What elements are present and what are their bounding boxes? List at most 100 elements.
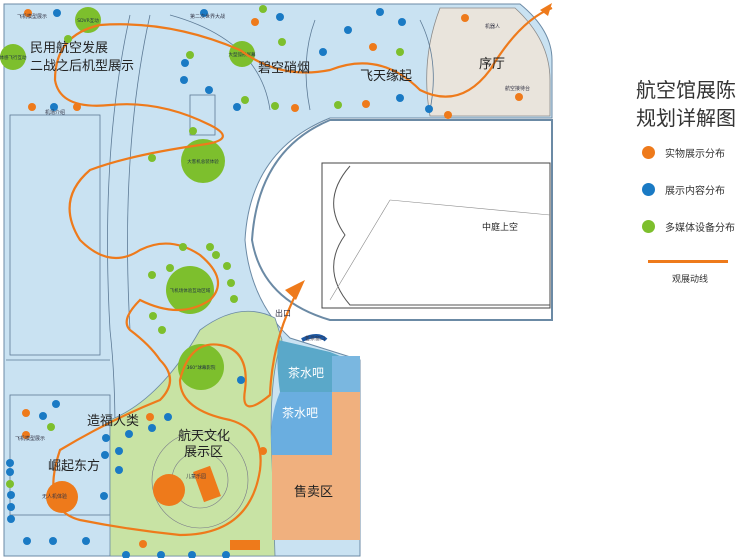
content-exhibit-dot — [102, 434, 110, 442]
physical-exhibit-dot — [22, 431, 30, 439]
zone-shop: 售卖区 — [294, 484, 333, 500]
label-robot: 机器人 — [485, 23, 500, 30]
label-airport-intro: 机场介绍 — [45, 109, 65, 116]
content-exhibit-dot — [181, 59, 189, 67]
media-zone-label: 大型弧形屏幕 — [229, 51, 256, 58]
legend-label: 展示内容分布 — [665, 186, 725, 197]
physical-exhibit-dot — [139, 540, 147, 548]
legend-content: 展示内容分布 — [642, 182, 725, 197]
content-exhibit-dot — [101, 451, 109, 459]
physical-exhibit-dot — [22, 409, 30, 417]
physical-exhibit-dot — [146, 413, 154, 421]
label-reception: 航空接待台 — [505, 85, 530, 92]
zone-space-culture-1: 航天文化 — [178, 428, 230, 444]
content-exhibit-dot — [164, 413, 172, 421]
media-device-dot — [241, 96, 249, 104]
media-device-dot — [149, 312, 157, 320]
zone-courtyard: 中庭上空 — [482, 221, 518, 233]
label-aircraft-models-2: 飞机模型展示 — [15, 435, 45, 442]
media-device-dot — [148, 271, 156, 279]
zone-feitian: 飞天缘起 — [360, 69, 412, 84]
media-zone-label: SDVR互动 — [77, 17, 99, 24]
physical-exhibit-dot — [369, 43, 377, 51]
media-device-dot — [334, 101, 342, 109]
zone-space-culture-2: 展示区 — [184, 445, 223, 460]
content-exhibit-dot — [125, 430, 133, 438]
content-exhibit-dot — [376, 8, 384, 16]
media-device-dot — [206, 243, 214, 251]
media-device-dot — [230, 295, 238, 303]
content-exhibit-dot — [82, 537, 90, 545]
space-culture-area — [109, 310, 283, 557]
media-zone-dome — [178, 344, 224, 390]
content-exhibit-dot — [205, 86, 213, 94]
legend-media: 多媒体设备分布 — [642, 219, 735, 234]
shop-area — [272, 455, 360, 540]
media-device-dot — [148, 154, 156, 162]
media-device-dot — [227, 279, 235, 287]
content-exhibit-dot — [122, 551, 130, 558]
courtyard-rect — [321, 162, 551, 309]
media-device-dot — [396, 48, 404, 56]
content-exhibit-dot — [49, 537, 57, 545]
content-exhibit-dot — [115, 447, 123, 455]
content-exhibit-dot — [237, 376, 245, 384]
media-device-dot — [212, 251, 220, 259]
content-exhibit-dot — [39, 412, 47, 420]
media-device-dot — [6, 480, 14, 488]
media-device-dot — [223, 262, 231, 270]
tea-bar-area — [277, 340, 345, 392]
green-dot-icon — [642, 220, 655, 233]
physical-exhibit-dot — [444, 111, 452, 119]
media-zone-label: 飞机场体验互动区域 — [170, 287, 211, 294]
tea-bar-area-2 — [271, 392, 345, 455]
zone-jueqi: 崛起东方 — [48, 458, 100, 474]
content-exhibit-dot — [157, 551, 165, 558]
physical-exhibit-dot — [515, 93, 523, 101]
media-device-dot — [278, 38, 286, 46]
legend-physical: 实物展示分布 — [642, 145, 725, 160]
content-exhibit-dot — [276, 13, 284, 21]
zone-zaofu: 造福人类 — [87, 414, 139, 429]
zone-civil-aviation: 民用航空发展 — [30, 40, 108, 56]
media-zone-label: 大客机总装体验 — [187, 158, 219, 165]
content-exhibit-dot — [396, 94, 404, 102]
route-legend-label: 观展动线 — [672, 275, 709, 285]
label-aircraft-models-1: 飞机模型展示 — [17, 13, 47, 20]
content-exhibit-dot — [344, 26, 352, 34]
content-exhibit-dot — [398, 18, 406, 26]
title-line-1: 航空馆展陈 — [636, 78, 736, 102]
label-kids: 儿童乐园 — [186, 473, 206, 480]
content-exhibit-dot — [7, 515, 15, 523]
physical-exhibit-dot — [46, 481, 78, 513]
content-exhibit-dot — [319, 48, 327, 56]
lobby-area — [426, 7, 551, 117]
content-exhibit-dot — [222, 551, 230, 558]
orange-dot-icon — [642, 146, 655, 159]
title-line-2: 规划详解图 — [636, 106, 736, 130]
media-device-dot — [186, 51, 194, 59]
physical-exhibit-dot — [362, 100, 370, 108]
content-exhibit-dot — [425, 105, 433, 113]
content-exhibit-dot — [100, 492, 108, 500]
zone-tea-bar-1: 茶水吧 — [288, 365, 324, 380]
physical-exhibit-dot — [259, 447, 267, 455]
route-arrow-end — [285, 280, 305, 300]
media-device-dot — [189, 127, 197, 135]
media-device-dot — [179, 243, 187, 251]
physical-exhibit-dot — [251, 18, 259, 26]
media-device-dot — [259, 5, 267, 13]
courtyard-void — [250, 119, 553, 321]
visit-route — [52, 6, 553, 537]
route-legend-line — [648, 260, 728, 263]
media-zone-label: 360°球幕影院 — [187, 364, 216, 371]
media-device-dot — [271, 102, 279, 110]
media-zone-label: 体感飞行互动 — [0, 54, 27, 61]
content-exhibit-dot — [23, 537, 31, 545]
content-exhibit-dot — [7, 503, 15, 511]
content-exhibit-dot — [180, 76, 188, 84]
media-device-dot — [47, 423, 55, 431]
physical-exhibit-dot — [461, 14, 469, 22]
content-exhibit-dot — [188, 551, 196, 558]
